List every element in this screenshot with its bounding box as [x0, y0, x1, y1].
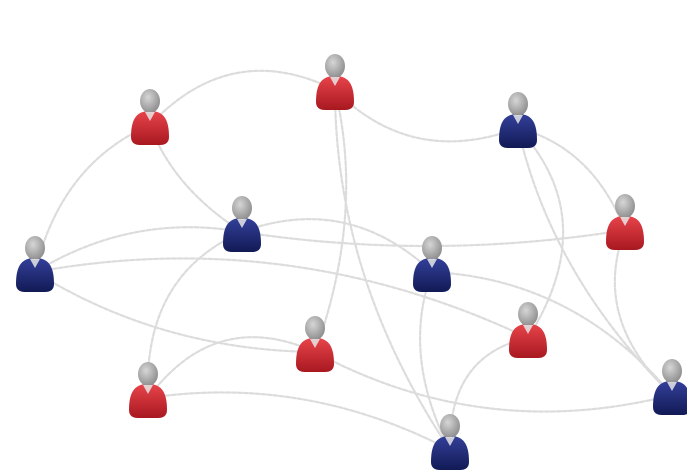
person-head [422, 236, 442, 260]
network-edge [313, 88, 348, 354]
person-collar [427, 259, 437, 268]
person-collar [620, 217, 630, 226]
network-edge [33, 257, 530, 340]
person-head [138, 362, 158, 386]
person-head [140, 89, 160, 113]
network-edge [33, 226, 244, 274]
network-edge [148, 69, 337, 127]
person-collar [330, 77, 340, 86]
person-body [296, 338, 334, 372]
person-icon-blue [431, 414, 469, 470]
person-icon-red [131, 89, 169, 145]
person-icon-red [296, 316, 334, 372]
network-edge [516, 126, 565, 340]
network-edge [333, 88, 452, 452]
person-icon-blue [413, 236, 451, 292]
person-collar [145, 112, 155, 121]
person-icon-blue [653, 359, 687, 415]
network-edge [146, 391, 452, 452]
person-head [518, 302, 538, 326]
person-body [653, 381, 687, 415]
person-icon-red [316, 54, 354, 110]
person-head [325, 54, 345, 78]
nodes-layer [16, 54, 687, 470]
person-head [662, 359, 682, 383]
network-edge [313, 350, 674, 413]
network-edge [613, 228, 674, 397]
network-edge [240, 218, 434, 274]
person-collar [143, 385, 153, 394]
person-head [615, 194, 635, 218]
person-body [499, 114, 537, 148]
person-icon-blue [223, 196, 261, 252]
person-collar [310, 339, 320, 348]
edges-layer [33, 69, 674, 452]
person-body [316, 76, 354, 110]
person-icon-red [606, 194, 644, 250]
network-edge [146, 230, 244, 400]
person-collar [523, 325, 533, 334]
person-body [413, 258, 451, 292]
person-icon-blue [16, 236, 54, 292]
person-body [16, 258, 54, 292]
person-body [223, 218, 261, 252]
person-collar [237, 219, 247, 228]
network-edge [146, 336, 317, 400]
person-collar [667, 382, 677, 391]
person-collar [445, 437, 455, 446]
person-collar [30, 259, 40, 268]
network-edge [33, 270, 317, 354]
person-body [431, 436, 469, 470]
network-edge [33, 123, 152, 274]
person-head [440, 414, 460, 438]
network-edge [333, 88, 520, 143]
person-icon-blue [499, 92, 537, 148]
person-icon-red [509, 302, 547, 358]
person-body [509, 324, 547, 358]
person-body [606, 216, 644, 250]
person-body [131, 111, 169, 145]
person-head [232, 196, 252, 220]
person-head [305, 316, 325, 340]
person-head [508, 92, 528, 116]
person-head [25, 236, 45, 260]
person-body [129, 384, 167, 418]
person-collar [513, 115, 523, 124]
person-icon-red [129, 362, 167, 418]
